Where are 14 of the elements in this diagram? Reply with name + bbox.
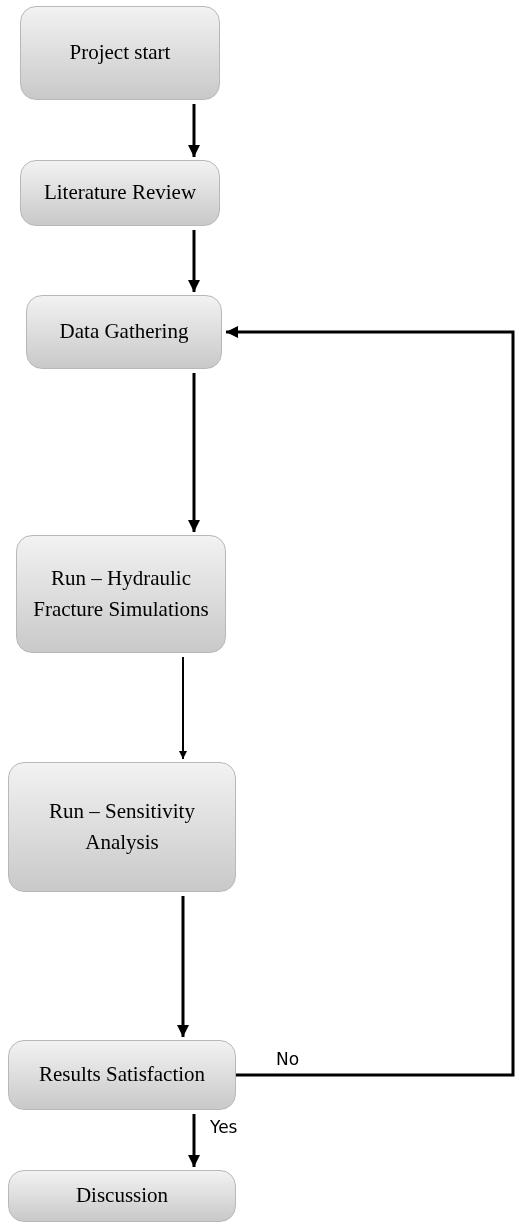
process-box: Data Gathering [26,295,222,369]
arrow [188,1114,200,1167]
process-box: Run – Sensitivity Analysis [8,762,236,892]
process-box: Results Satisfaction [8,1040,236,1110]
arrow [188,230,200,292]
process-box: Project start [20,6,220,100]
arrow [177,896,189,1037]
arrow [188,373,200,532]
arrow [179,656,187,760]
arrow [226,326,515,1077]
process-box: Run – Hydraulic Fracture Simulations [16,535,226,653]
arrow [188,104,200,157]
process-box: Discussion [8,1170,236,1222]
process-box: Literature Review [20,160,220,226]
